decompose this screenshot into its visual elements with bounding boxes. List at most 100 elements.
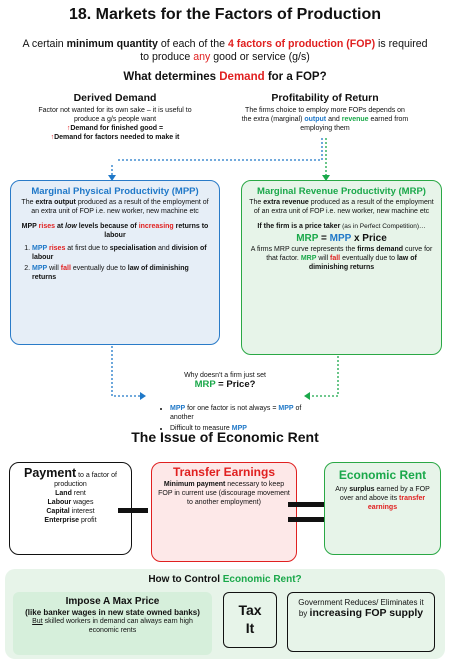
government-supply-box: Government Reduces/ Eliminates it by inc…: [287, 592, 435, 652]
text-rises: rises: [36, 223, 56, 230]
text-emphasis: extra revenue: [263, 199, 309, 206]
text-mpp: MPP: [32, 265, 48, 272]
revenue-word: revenue: [341, 116, 369, 123]
text-part: will: [316, 255, 331, 262]
mrp-heading: Marginal Revenue Productivity (MRP): [257, 186, 426, 197]
text-part: x Price: [351, 233, 387, 244]
mrp-definition: The extra revenue produced as a result o…: [249, 198, 434, 216]
list-item: MPP rises at first due to specialisation…: [32, 244, 212, 262]
text-mpp: MPP: [329, 233, 352, 244]
text-part: skilled workers in demand can always ear…: [42, 618, 193, 634]
text-emphasis: Minimum payment: [163, 481, 226, 488]
text-mpp: MPP: [231, 425, 247, 432]
text-part: wages: [71, 499, 94, 506]
text-part: The: [21, 199, 36, 206]
intro-text: A certain minimum quantity of each of th…: [20, 38, 430, 64]
profitability-heading: Profitability of Return: [271, 92, 379, 104]
demand-question: What determines Demand for a FOP?: [0, 71, 450, 83]
intro-part: is required to produce: [140, 38, 428, 63]
text-part: returns to labour: [104, 223, 209, 239]
why-question: Why doesn't a firm just set MRP = Price?: [150, 371, 300, 389]
text-part: Difficult to measure: [170, 425, 232, 432]
text-emphasis: specialisation: [109, 245, 156, 252]
text-part: =: [318, 233, 330, 244]
equals-sign-icon: [288, 517, 324, 522]
text-mrp: MRP: [300, 255, 317, 262]
text-part: interest: [69, 508, 95, 515]
page-title: 18. Markets for the Factors of Productio…: [68, 6, 382, 23]
text-part: profit: [79, 517, 97, 524]
tax-line-1: Tax: [238, 602, 262, 618]
text-rises: rises: [47, 245, 66, 252]
max-price-box: Impose A Max Price (like banker wages in…: [13, 592, 212, 655]
up-arrow-icon: ↑: [50, 134, 55, 141]
arrow-head-icon: [140, 392, 146, 400]
text-emphasis: firms demand: [357, 246, 404, 253]
text-part: at first due to: [65, 245, 110, 252]
mrp-price-taker: If the firm is a price taker (as in Perf…: [249, 222, 434, 231]
tax-box: Tax It: [223, 592, 277, 648]
text-emphasis: If the firm is a price taker: [257, 223, 341, 230]
text-part: and: [326, 116, 342, 123]
intro-part: A certain: [22, 38, 67, 50]
arrow-head-icon: [108, 175, 116, 181]
text-part: earned from employing them: [300, 116, 409, 132]
text-part: eventually due to: [70, 265, 128, 272]
profitability-text: The firms choice to employ more FOPs dep…: [240, 106, 410, 133]
text-low: low: [65, 223, 77, 230]
arrow-profit-to-mpp: [118, 138, 323, 161]
text-part: earned by a FOP over and above its: [339, 486, 430, 502]
question-demand: Demand: [219, 71, 265, 83]
text-part: levels because of: [76, 223, 139, 230]
text-part: Any: [335, 486, 350, 493]
tax-line-2: It: [245, 620, 255, 636]
derived-demand-text: Factor not wanted for its own sake – it …: [38, 107, 192, 123]
text-part: and: [156, 245, 172, 252]
payment-heading: Payment: [24, 466, 77, 480]
text-emphasis: Labour: [47, 499, 72, 506]
text-part: How to Control: [148, 574, 223, 585]
text-part: necessary to keep FOP in current use (di…: [158, 481, 290, 506]
control-question: How to Control Economic Rent?: [5, 574, 445, 585]
arrow-mpp-to-why: [111, 346, 140, 397]
text-part: will: [47, 265, 61, 272]
intro-part: good or service (g/s): [210, 51, 310, 63]
text-fop-supply: FOP supply: [362, 607, 424, 619]
text-part: The firms choice to employ more FOPs dep…: [241, 107, 405, 123]
text-fall: fall: [60, 265, 71, 272]
text-part: at: [55, 223, 66, 230]
list-item: MPP will fall eventually due to law of d…: [32, 264, 212, 282]
derived-demand-heading: Derived Demand: [73, 92, 157, 104]
mpp-definition: The extra output produced as a result of…: [18, 198, 212, 216]
text-part: Government Reduces/ Eliminates it by: [298, 598, 424, 618]
text-but: But: [32, 618, 43, 625]
text-increasing: increasing: [138, 223, 174, 230]
text-emphasis: surplus: [349, 486, 375, 493]
text-part: MPP: [21, 223, 37, 230]
why-list: MPP for one factor is not always = MPP o…: [160, 404, 320, 435]
text-mrp: MRP: [296, 233, 319, 244]
text-part: produced as a result of the employment o…: [31, 199, 209, 215]
equals-sign-icon: [288, 502, 324, 507]
intro-fop: 4 factors of production (FOP): [227, 38, 376, 50]
up-arrow-icon: ↑: [66, 125, 71, 132]
section-title: The Issue of Economic Rent: [131, 429, 319, 445]
text-fall: fall: [330, 255, 341, 262]
text-part: produced as a result of the employment o…: [253, 199, 434, 215]
mpp-heading: Marginal Physical Productivity (MPP): [31, 186, 199, 197]
text-emphasis: Capital: [46, 508, 70, 515]
economic-rent-heading: Economic Rent: [338, 468, 427, 482]
derived-demand-section: Derived Demand Factor not wanted for its…: [35, 92, 195, 142]
mrp-formula: MRP = MPP x Price: [249, 233, 434, 244]
text-economic-rent: Economic Rent?: [222, 574, 302, 585]
text-part: A firms MRP curve represents the: [250, 246, 358, 253]
text-emphasis: division of labour: [32, 245, 207, 261]
mrp-box: Marginal Revenue Productivity (MRP) The …: [241, 180, 442, 355]
arrow-head-icon: [322, 175, 330, 181]
payment-box: Payment to a factor of production Land r…: [9, 462, 132, 555]
max-price-sub: (like banker wages in new state owned ba…: [25, 608, 200, 617]
text-part: curve for that factor.: [266, 246, 433, 262]
text-part: to a factor of production: [54, 472, 117, 488]
transfer-earnings-heading: Transfer Earnings: [172, 465, 276, 479]
